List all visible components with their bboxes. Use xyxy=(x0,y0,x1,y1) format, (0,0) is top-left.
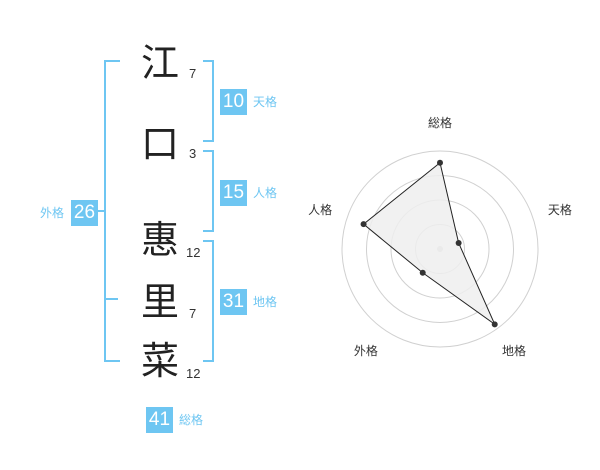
radar-point-4 xyxy=(419,269,426,276)
name-char-2: 口 xyxy=(141,122,180,166)
radar-axis-label-3: 地格 xyxy=(502,343,526,358)
radar-ring-4 xyxy=(341,150,539,348)
gaikaku-value-badge: 26 xyxy=(71,200,98,226)
soukaku-value-badge: 41 xyxy=(146,407,173,433)
tenkaku-label: 天格 xyxy=(253,95,278,109)
radar-axis-label-4: 外格 xyxy=(354,343,378,358)
gaikaku-label: 外格 xyxy=(40,206,65,220)
name-char-4: 里 xyxy=(141,280,180,324)
tenkaku-value-badge: 10 xyxy=(220,89,247,115)
tenkaku-bracket xyxy=(203,60,214,142)
stroke-count-2: 3 xyxy=(189,146,197,161)
stroke-count-4: 7 xyxy=(189,306,197,321)
radar-point-3 xyxy=(491,321,498,328)
chikaku-label: 地格 xyxy=(253,295,278,309)
gaikaku-bracket-tick xyxy=(104,298,118,300)
name-char-3: 惠 xyxy=(141,218,180,262)
stroke-count-5: 12 xyxy=(186,366,201,381)
jinkaku-value-badge: 15 xyxy=(220,180,247,206)
radar-axis-label-5: 人格 xyxy=(308,202,332,217)
radar-point-2 xyxy=(455,239,462,246)
soukaku-label: 総格 xyxy=(179,413,204,427)
radar-point-1 xyxy=(437,159,443,166)
radar-axis-label-2: 天格 xyxy=(548,202,572,217)
chikaku-value-badge: 31 xyxy=(220,289,247,315)
stroke-count-3: 12 xyxy=(186,245,201,260)
jinkaku-label: 人格 xyxy=(253,186,278,200)
stroke-count-1: 7 xyxy=(189,66,197,81)
name-char-1: 江 xyxy=(141,41,180,85)
radar-axis-label-1: 総格 xyxy=(428,115,452,130)
radar-polygon xyxy=(362,161,496,326)
jinkaku-bracket xyxy=(203,150,214,232)
gaikaku-bracket xyxy=(104,60,120,362)
gaikaku-bracket-stem xyxy=(98,210,104,212)
radar-point-5 xyxy=(360,221,367,228)
chikaku-bracket xyxy=(203,240,214,362)
name-char-5: 菜 xyxy=(141,339,180,383)
